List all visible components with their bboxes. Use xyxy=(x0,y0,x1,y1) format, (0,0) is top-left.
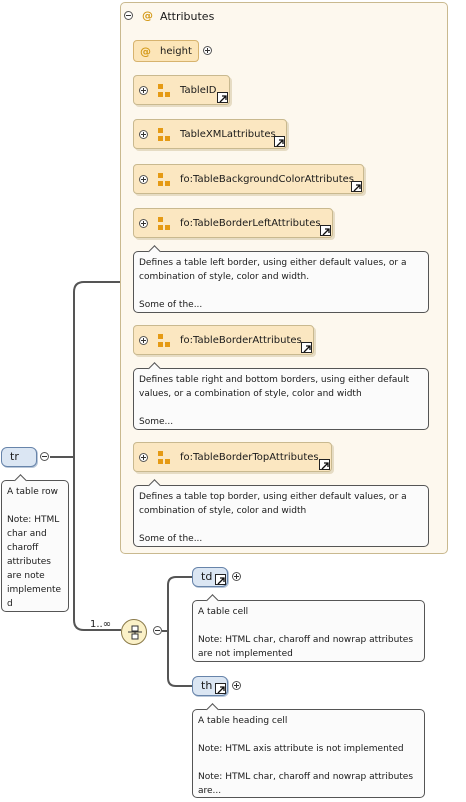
element-tr[interactable]: tr xyxy=(1,447,37,467)
attribute-group-icon xyxy=(158,173,170,187)
group-tableborderleftattributes[interactable]: fo:TableBorderLeftAttributes xyxy=(133,208,333,238)
expand-height-icon[interactable] xyxy=(203,46,212,55)
reference-link-icon[interactable] xyxy=(301,342,312,353)
reference-link-icon[interactable] xyxy=(217,92,228,103)
expand-group-icon[interactable] xyxy=(139,453,148,462)
sequence-icon xyxy=(128,625,142,640)
attribute-at-icon: @ xyxy=(140,45,151,58)
attributes-title: Attributes xyxy=(160,10,215,23)
sequence-compositor[interactable] xyxy=(121,619,147,645)
height-attribute[interactable]: @ height xyxy=(133,40,199,62)
attribute-group-icon xyxy=(158,451,170,465)
reference-link-icon[interactable] xyxy=(215,574,226,585)
expand-group-icon[interactable] xyxy=(139,219,148,228)
group-tablebackgroundcolorattributes[interactable]: fo:TableBackgroundColorAttributes xyxy=(133,164,364,194)
collapse-attributes-icon[interactable] xyxy=(124,11,133,20)
group-label: fo:TableBorderLeftAttributes xyxy=(180,218,321,229)
group-label: TableID xyxy=(180,85,217,96)
collapse-tr-icon[interactable] xyxy=(40,452,49,461)
attribute-group-icon xyxy=(158,128,170,142)
expand-group-icon[interactable] xyxy=(139,130,148,139)
expand-group-icon[interactable] xyxy=(139,86,148,95)
annotation-note: A table heading cell Note: HTML axis att… xyxy=(192,709,425,798)
annotation-note: Defines a table left border, using eithe… xyxy=(133,251,429,313)
annotation-note: Defines table right and bottom borders, … xyxy=(133,368,429,430)
annotation-note: A table row Note: HTML char and charoff … xyxy=(1,480,69,612)
group-tablebordertopattributes[interactable]: fo:TableBorderTopAttributes xyxy=(133,442,332,472)
expand-group-icon[interactable] xyxy=(139,336,148,345)
reference-link-icon[interactable] xyxy=(215,683,226,694)
attribute-group-icon xyxy=(158,217,170,231)
group-label: fo:TableBorderTopAttributes xyxy=(180,452,319,463)
collapse-sequence-icon[interactable] xyxy=(153,626,162,635)
attribute-group-icon xyxy=(158,84,170,98)
reference-link-icon[interactable] xyxy=(319,459,330,470)
reference-link-icon[interactable] xyxy=(351,181,362,192)
reference-link-icon[interactable] xyxy=(274,136,285,147)
group-label: fo:TableBorderAttributes xyxy=(180,335,302,346)
annotation-note: Defines a table top border, using either… xyxy=(133,485,429,547)
reference-link-icon[interactable] xyxy=(320,225,331,236)
attribute-group-icon xyxy=(158,334,170,348)
element-td-label: td xyxy=(201,570,213,583)
group-tablexmlattributes[interactable]: TableXMLattributes xyxy=(133,119,287,149)
annotation-note: A table cell Note: HTML char, charoff an… xyxy=(192,600,425,662)
group-tableid[interactable]: TableID xyxy=(133,75,230,105)
element-td[interactable]: td xyxy=(192,567,228,587)
group-tableborderattributes[interactable]: fo:TableBorderAttributes xyxy=(133,325,314,355)
group-label: TableXMLattributes xyxy=(180,129,276,140)
cardinality-label: 1..∞ xyxy=(90,619,112,630)
group-label: fo:TableBackgroundColorAttributes xyxy=(180,174,354,185)
expand-td-icon[interactable] xyxy=(232,572,241,581)
expand-th-icon[interactable] xyxy=(232,681,241,690)
attribute-at-icon: @ xyxy=(142,9,153,22)
height-attribute-label: height xyxy=(160,46,192,57)
element-th-label: th xyxy=(201,679,213,692)
element-th[interactable]: th xyxy=(192,676,228,696)
expand-group-icon[interactable] xyxy=(139,175,148,184)
